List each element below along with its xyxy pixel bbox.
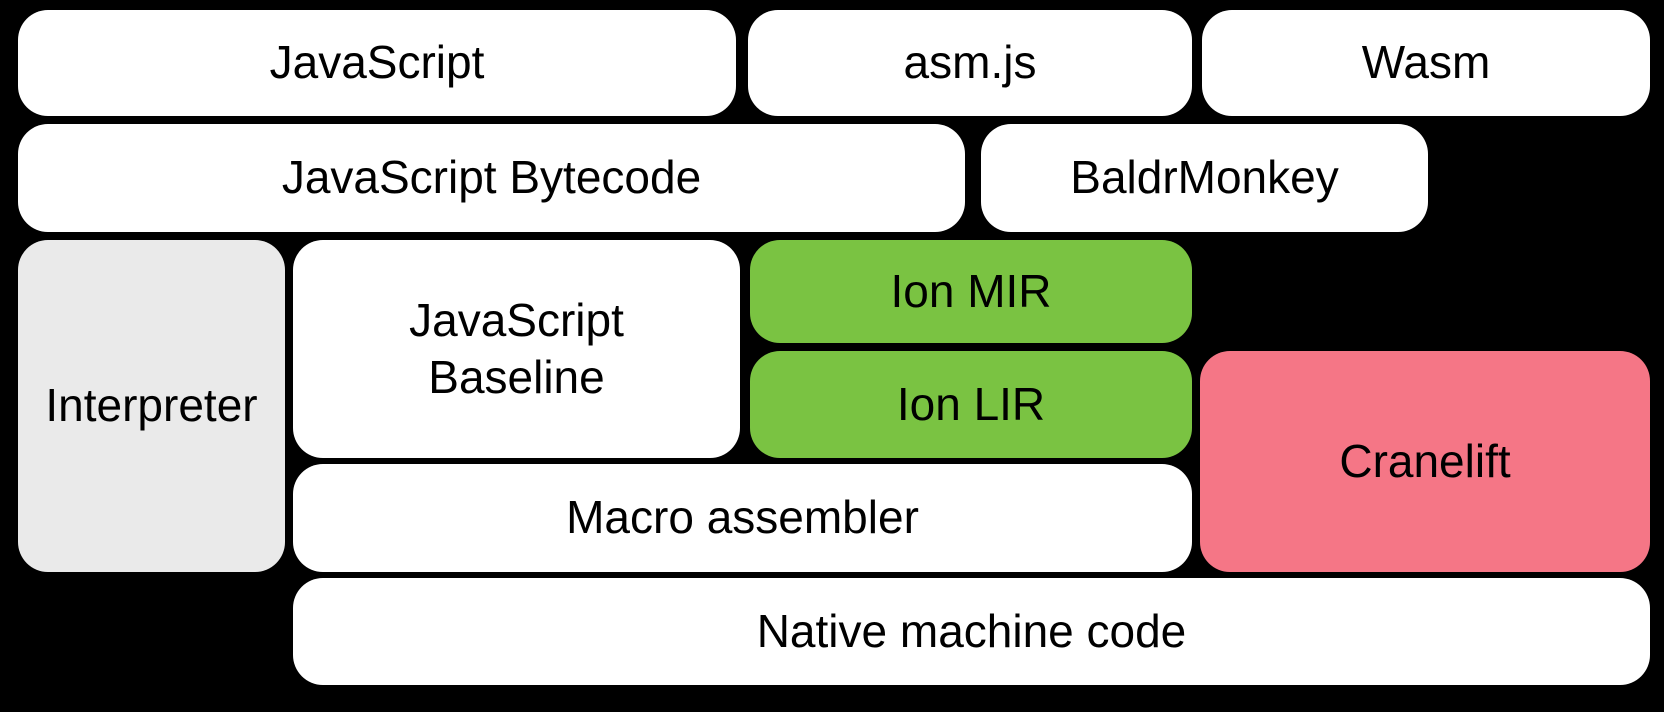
node-cranelift-label: Cranelift <box>1339 434 1511 487</box>
node-javascript-label: JavaScript <box>269 36 485 89</box>
node-wasm-label: Wasm <box>1361 36 1491 89</box>
node-interpreter: Interpreter <box>18 240 285 572</box>
node-macro-assembler: Macro assembler <box>293 464 1192 572</box>
node-baldrmonkey-label: BaldrMonkey <box>1070 151 1339 204</box>
node-cranelift: Cranelift <box>1200 351 1650 572</box>
node-ion-lir: Ion LIR <box>750 351 1192 458</box>
node-javascript-bytecode: JavaScript Bytecode <box>18 124 965 232</box>
node-javascript-baseline: JavaScript Baseline <box>293 240 740 458</box>
node-native-machine-code: Native machine code <box>293 578 1650 685</box>
node-ion-lir-label: Ion LIR <box>896 377 1046 430</box>
node-baldrmonkey: BaldrMonkey <box>981 124 1428 232</box>
node-javascript: JavaScript <box>18 10 736 116</box>
node-asmjs: asm.js <box>748 10 1192 116</box>
node-macro-assembler-label: Macro assembler <box>566 491 919 544</box>
node-native-machine-code-label: Native machine code <box>756 604 1187 657</box>
node-javascript-bytecode-label: JavaScript Bytecode <box>281 151 702 204</box>
node-interpreter-label: Interpreter <box>45 379 258 432</box>
node-javascript-baseline-label: JavaScript Baseline <box>409 293 624 404</box>
node-asmjs-label: asm.js <box>903 36 1037 89</box>
node-ion-mir: Ion MIR <box>750 240 1192 343</box>
node-wasm: Wasm <box>1202 10 1650 116</box>
node-ion-mir-label: Ion MIR <box>890 264 1052 317</box>
